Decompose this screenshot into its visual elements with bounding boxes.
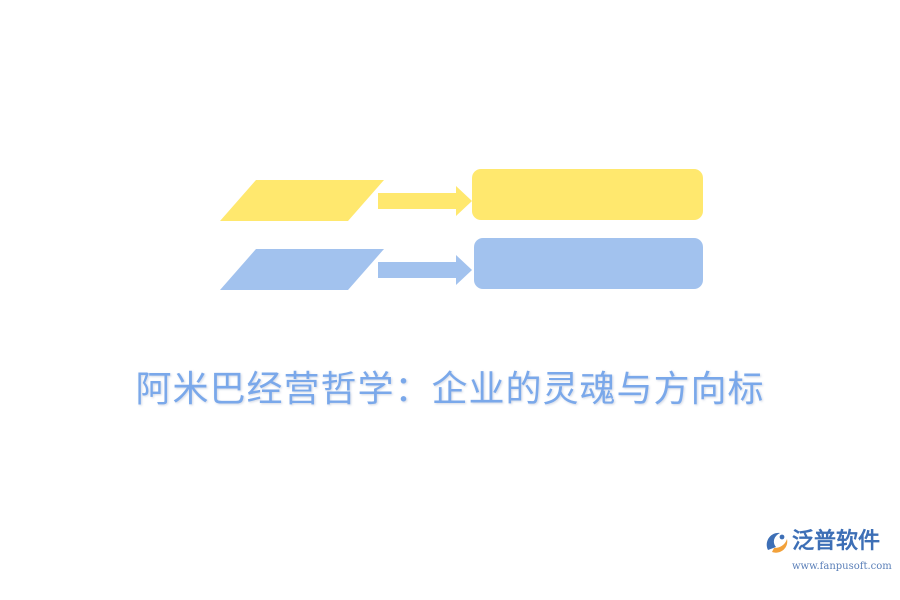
logo-url: www.fanpusoft.com xyxy=(792,561,892,572)
arrow-2 xyxy=(378,255,472,285)
input-parallelogram-1 xyxy=(220,180,384,221)
arrow-1 xyxy=(378,186,472,216)
logo-name: 泛普软件 xyxy=(792,529,881,554)
output-box-1 xyxy=(472,169,703,220)
fanpu-swirl-logo-icon xyxy=(766,532,788,553)
brand-logo: 泛普软件 www.fanpusoft.com xyxy=(762,524,892,580)
input-parallelogram-2 xyxy=(220,249,384,290)
output-box-2 xyxy=(474,238,703,289)
page-title: 阿米巴经营哲学：企业的灵魂与方向标 xyxy=(135,369,765,410)
